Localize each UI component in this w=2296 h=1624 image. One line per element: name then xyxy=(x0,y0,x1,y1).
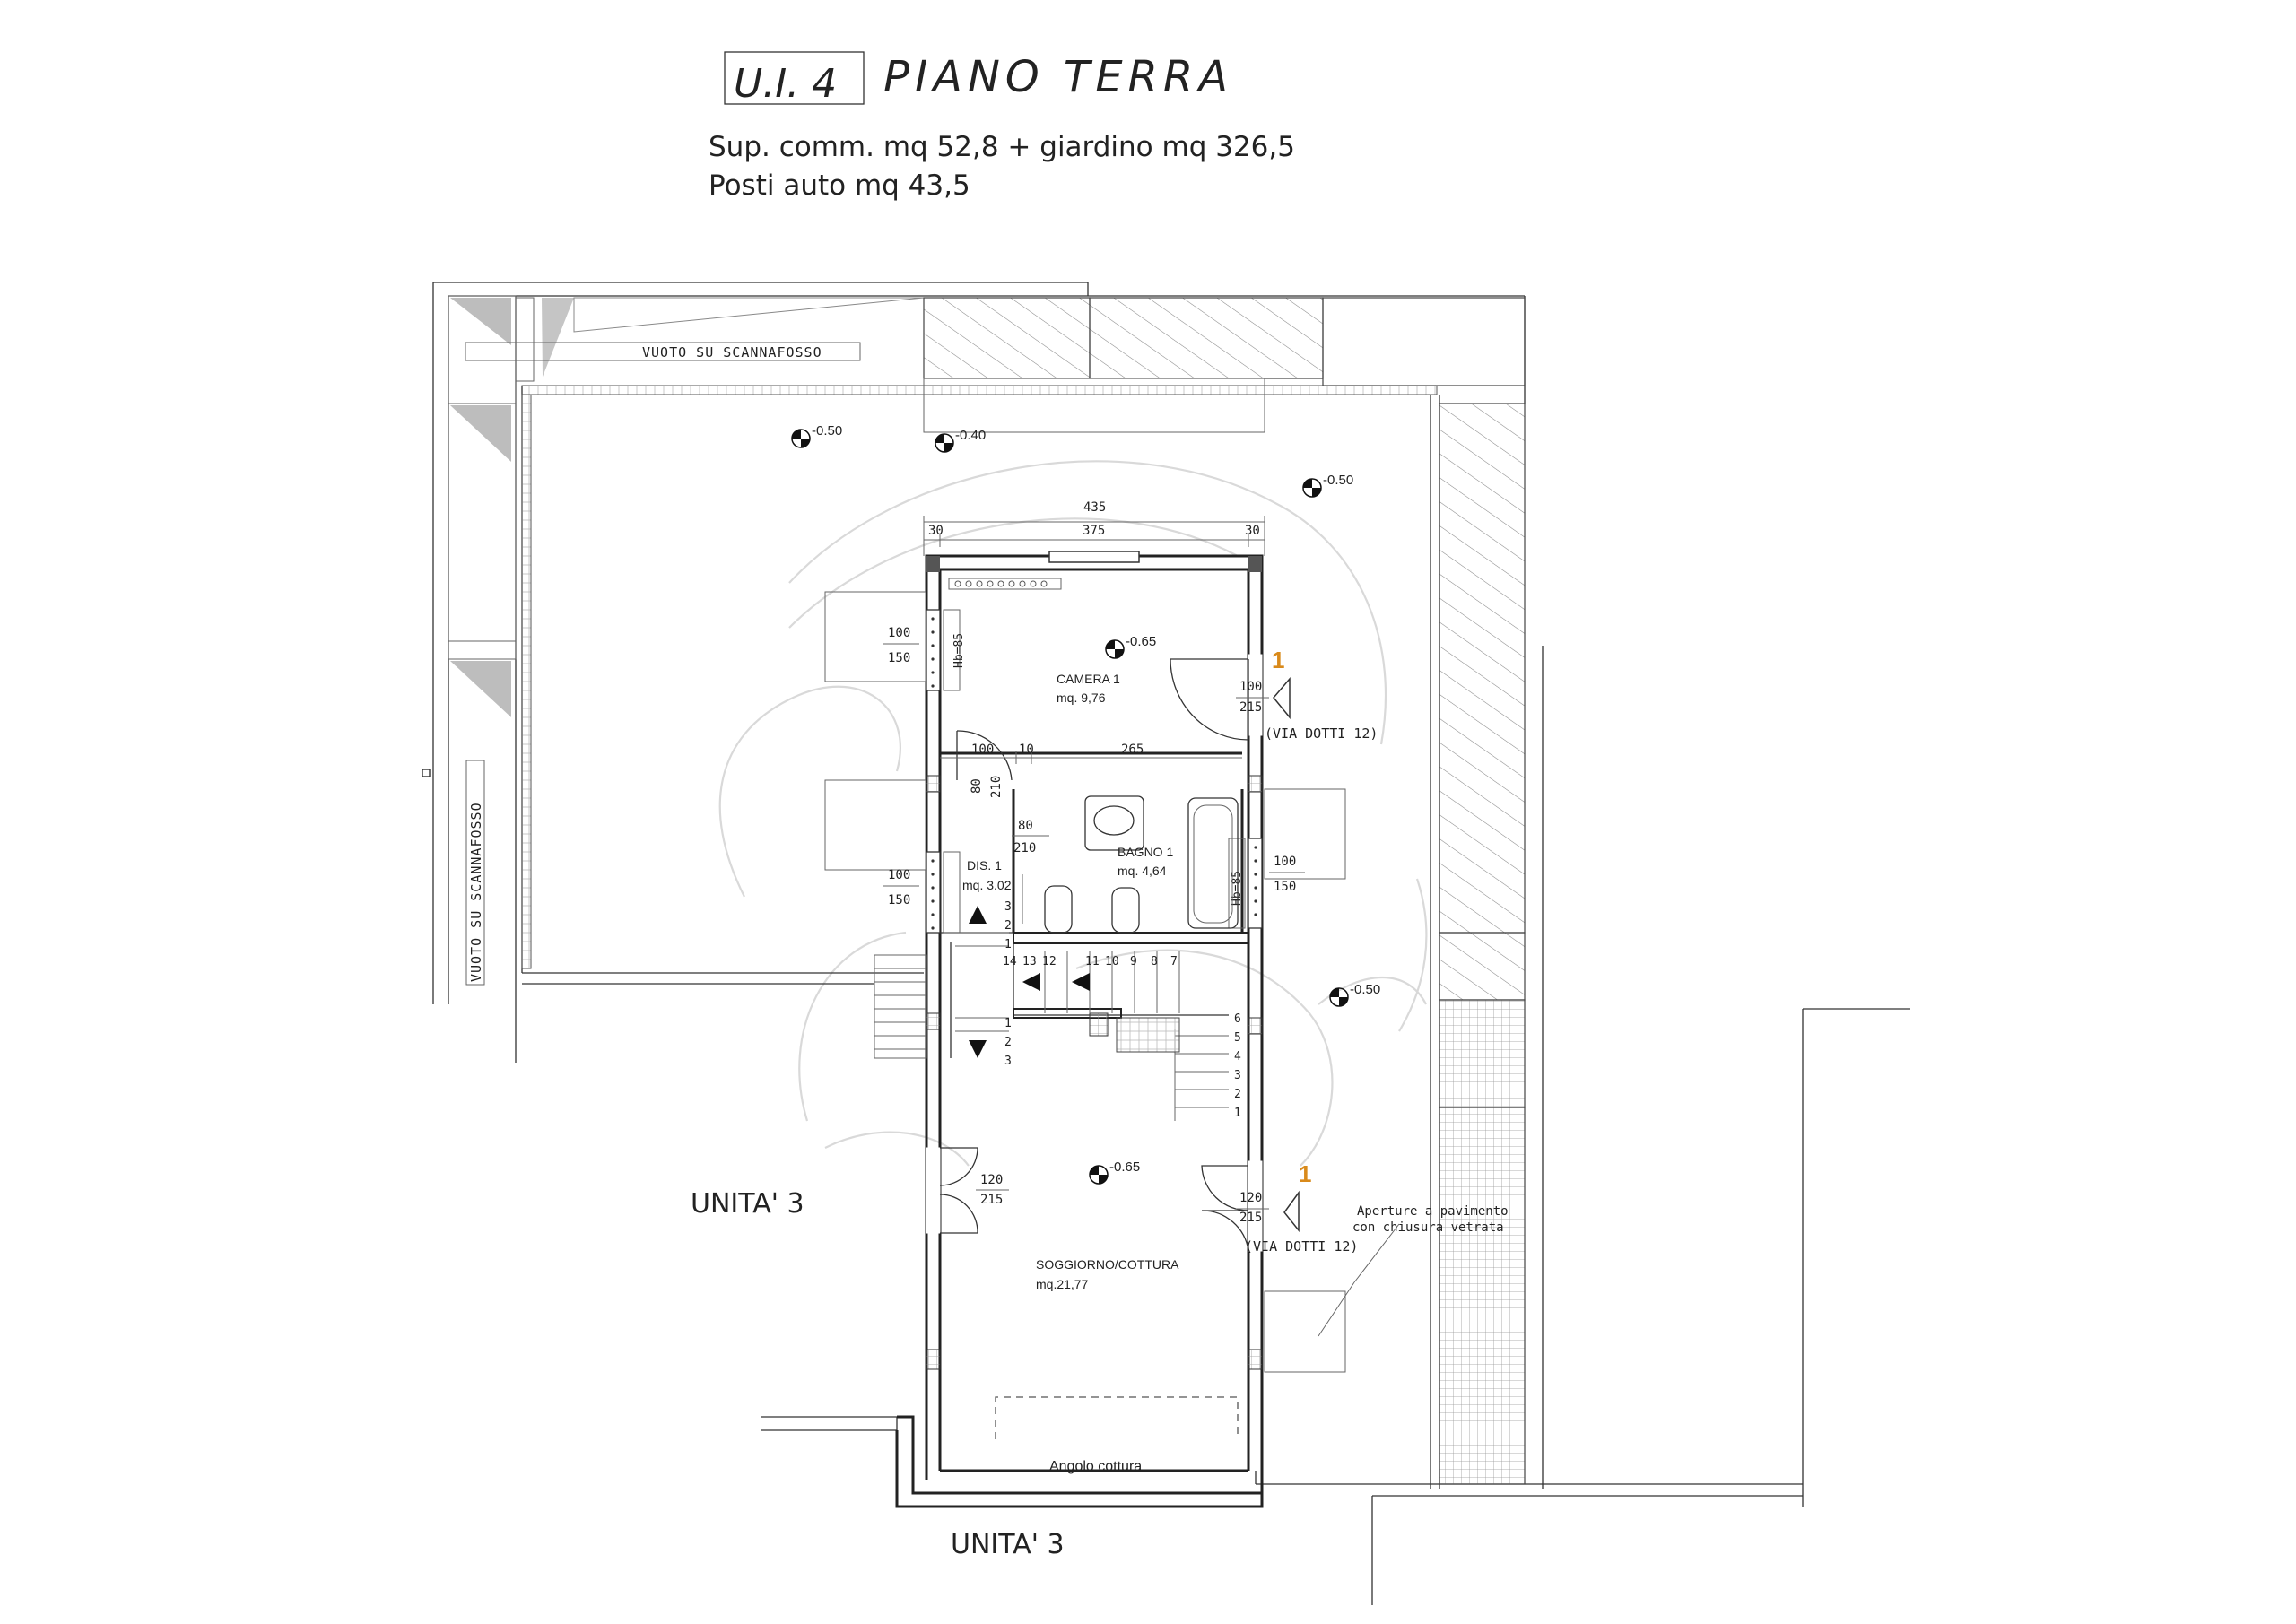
parking-info: Posti auto mq 43,5 xyxy=(709,169,970,202)
svg-text:-0.50: -0.50 xyxy=(1323,473,1353,488)
room-labels: CAMERA 1 mq. 9,76 BAGNO 1 mq. 4,64 DIS. … xyxy=(962,672,1179,1474)
stair-b-3: 3 xyxy=(1004,1055,1012,1068)
stair-t-14: 14 xyxy=(1003,955,1017,968)
doors xyxy=(939,658,1300,1439)
win1-top: 100 xyxy=(888,626,910,640)
marker-square xyxy=(422,769,430,777)
door-sog-l-top: 120 xyxy=(980,1173,1003,1187)
room-bagno-name: BAGNO 1 xyxy=(1118,845,1173,859)
entry-labels: 1 1 (VIA DOTTI 12) (VIA DOTTI 12) Apertu… xyxy=(1245,647,1509,1255)
parking-area xyxy=(923,297,1526,1485)
level-marker: -0.50 xyxy=(1329,982,1380,1007)
unit-label-box xyxy=(724,51,865,105)
neighbour-labels: UNITA' 3 UNITA' 3 xyxy=(691,1188,1065,1560)
surface-info: Sup. comm. mq 52,8 + giardino mq 326,5 xyxy=(709,131,1295,163)
svg-text:-0.65: -0.65 xyxy=(1109,1159,1140,1175)
hb-left: Hb=85 xyxy=(952,633,966,668)
via-dotti-2: (VIA DOTTI 12) xyxy=(1245,1238,1358,1255)
window-projections xyxy=(824,591,1400,1373)
vuoto-top-box xyxy=(465,342,861,361)
stair-a-1: 3 xyxy=(1004,900,1012,914)
door-sog-l-bot: 215 xyxy=(980,1193,1003,1207)
dim-30-right: 30 xyxy=(1245,524,1260,538)
unit-label: U.I. 4 xyxy=(734,61,837,107)
level-marker: -0.50 xyxy=(791,423,842,448)
unita3-bottom: UNITA' 3 xyxy=(951,1529,1065,1560)
dim-375: 375 xyxy=(1083,524,1105,538)
win2-bot: 150 xyxy=(888,893,910,908)
entry-number-1: 1 xyxy=(1272,647,1284,673)
bathroom-fixtures xyxy=(1022,795,1239,934)
svg-text:-0.50: -0.50 xyxy=(1350,982,1380,997)
door-cam-top: 100 xyxy=(1239,680,1262,694)
dim-10: 10 xyxy=(1019,743,1034,757)
angolo-cottura: Angolo cottura xyxy=(1049,1459,1142,1474)
stair-t-13: 13 xyxy=(1022,955,1037,968)
room-camera-area: mq. 9,76 xyxy=(1057,690,1106,705)
room-soggiorno-name: SOGGIORNO/COTTURA xyxy=(1036,1257,1179,1272)
room-dis-name: DIS. 1 xyxy=(967,858,1002,873)
stairs: 3 2 1 14 13 12 11 10 9 8 7 1 2 3 6 5 4 3… xyxy=(950,900,1241,1121)
stair-t-11: 11 xyxy=(1085,955,1100,968)
room-dis-area: mq. 3.02 xyxy=(962,878,1012,892)
level-marker: -0.40 xyxy=(935,428,986,453)
dim-100: 100 xyxy=(971,743,994,757)
win2-top: 100 xyxy=(888,868,910,882)
dim-210a: 210 xyxy=(989,776,1004,798)
svg-text:-0.50: -0.50 xyxy=(812,423,842,439)
dim-30-left: 30 xyxy=(928,524,944,538)
svg-text:-0.40: -0.40 xyxy=(955,428,986,443)
aperture-line-2: con chiusura vetrata xyxy=(1352,1220,1504,1235)
scannafosso-void: VUOTO SU SCANNAFOSSO VUOTO SU SCANNAFOSS… xyxy=(422,295,925,986)
stair-t-8: 8 xyxy=(1151,955,1158,968)
stair-b-2: 2 xyxy=(1004,1036,1012,1049)
floor-title: PIANO TERRA xyxy=(883,52,1233,102)
stair-a-2: 2 xyxy=(1004,919,1012,933)
stair-t-7: 7 xyxy=(1170,955,1178,968)
stair-r-3: 3 xyxy=(1234,1069,1241,1082)
level-markers: -0.50 -0.40 -0.50 -0.65 -0.50 xyxy=(791,423,1380,1185)
level-marker: -0.50 xyxy=(1302,473,1353,498)
win1-bot: 150 xyxy=(888,651,910,665)
stair-t-12: 12 xyxy=(1042,955,1057,968)
room-soggiorno-area: mq.21,77 xyxy=(1036,1277,1089,1291)
svg-text:-0.65: -0.65 xyxy=(1126,634,1156,649)
stair-r-4: 4 xyxy=(1234,1050,1241,1064)
stair-r-6: 6 xyxy=(1234,1012,1241,1026)
dim-80a: 80 xyxy=(970,778,984,794)
dim-265: 265 xyxy=(1121,743,1144,757)
stair-r-1: 1 xyxy=(1234,1107,1241,1120)
dimension-texts: 435 375 30 30 100 150 100 150 100 150 10… xyxy=(883,500,1305,1225)
level-marker: -0.65 xyxy=(1089,1159,1140,1185)
level-marker: -0.65 xyxy=(1105,634,1156,659)
stair-r-2: 2 xyxy=(1234,1088,1241,1101)
stair-a-3: 1 xyxy=(1004,938,1012,951)
entry-number-2: 1 xyxy=(1299,1160,1311,1187)
vuoto-top-label: VUOTO SU SCANNAFOSSO xyxy=(642,344,822,360)
stair-t-9: 9 xyxy=(1130,955,1137,968)
unita3-left: UNITA' 3 xyxy=(691,1188,804,1220)
watermark-logo xyxy=(718,460,1428,1167)
dim-210b: 210 xyxy=(1013,841,1036,855)
room-bagno-area: mq. 4,64 xyxy=(1118,864,1167,878)
vuoto-left-label: VUOTO SU SCANNAFOSSO xyxy=(468,802,484,982)
via-dotti-1: (VIA DOTTI 12) xyxy=(1265,725,1378,742)
stair-r-5: 5 xyxy=(1234,1031,1241,1045)
aperture-line-1: Aperture a pavimento xyxy=(1357,1204,1509,1219)
header: U.I. 4 PIANO TERRA Sup. comm. mq 52,8 + … xyxy=(709,51,1295,202)
room-camera-name: CAMERA 1 xyxy=(1057,672,1120,686)
stair-t-10: 10 xyxy=(1105,955,1119,968)
door-cam-bot: 215 xyxy=(1239,700,1262,715)
dim-435: 435 xyxy=(1083,500,1106,515)
win3-top: 100 xyxy=(1274,855,1296,869)
stair-b-1: 1 xyxy=(1004,1017,1012,1030)
dim-80b: 80 xyxy=(1018,819,1033,833)
win3-bot: 150 xyxy=(1274,880,1296,894)
exterior-steps xyxy=(874,954,927,1059)
dimension-lines xyxy=(923,516,1265,764)
door-sog-r-top: 120 xyxy=(1239,1191,1262,1205)
door-sog-r-bot: 215 xyxy=(1239,1211,1262,1225)
